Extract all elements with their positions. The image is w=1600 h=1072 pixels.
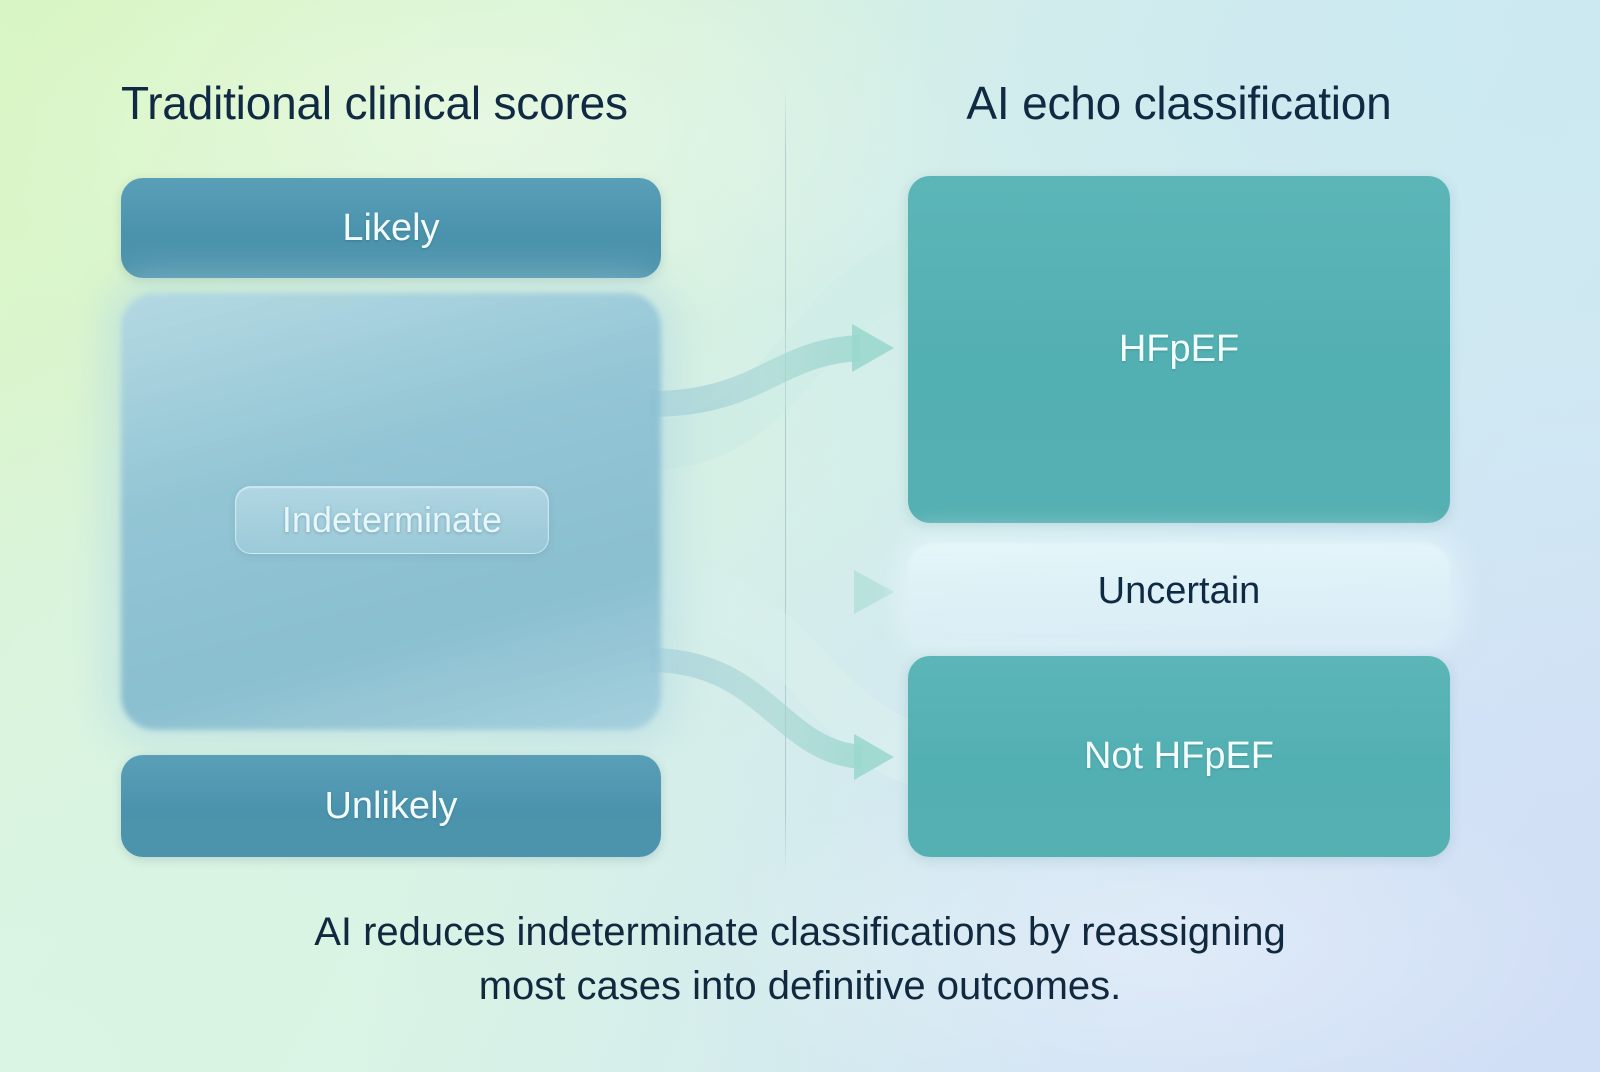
right-box-uncertain-label: Uncertain <box>1097 570 1261 612</box>
left-box-unlikely-label: Unlikely <box>324 784 458 827</box>
left-box-indeterminate-label: Indeterminate <box>281 499 503 540</box>
flow-arrow-to-uncertain <box>650 570 894 614</box>
flow-arrow-to-not-hfpef <box>649 648 894 780</box>
caption-line-2: most cases into definitive outcomes. <box>478 964 1122 1008</box>
left-box-likely[interactable]: Likely <box>121 178 661 278</box>
column-title-ai: AI echo classification <box>966 77 1392 129</box>
caption-line-1: AI reduces indeterminate classifications… <box>314 910 1286 954</box>
flow-halo-up <box>650 232 930 470</box>
left-box-indeterminate[interactable] <box>121 293 661 730</box>
right-box-not-hfpef-label: Not HFpEF <box>1083 735 1275 777</box>
column-title-traditional: Traditional clinical scores <box>121 77 628 129</box>
right-box-uncertain[interactable] <box>908 543 1450 640</box>
diagram-caption: AI reduces indeterminate classifications… <box>160 905 1440 1013</box>
column-divider <box>785 86 786 876</box>
right-box-hfpef-label: HFpEF <box>1118 328 1240 370</box>
right-box-hfpef[interactable]: HFpEF <box>908 176 1450 523</box>
left-box-unlikely[interactable]: Unlikely <box>121 755 661 857</box>
left-box-likely-label: Likely <box>342 206 440 249</box>
indeterminate-pill[interactable]: Indeterminate <box>235 486 549 554</box>
uncertain-label-wrap: Uncertain <box>908 543 1450 640</box>
flow-arrow-to-hfpef <box>649 324 894 417</box>
flow-halo-down <box>650 560 930 790</box>
right-box-not-hfpef[interactable]: Not HFpEF <box>908 656 1450 857</box>
